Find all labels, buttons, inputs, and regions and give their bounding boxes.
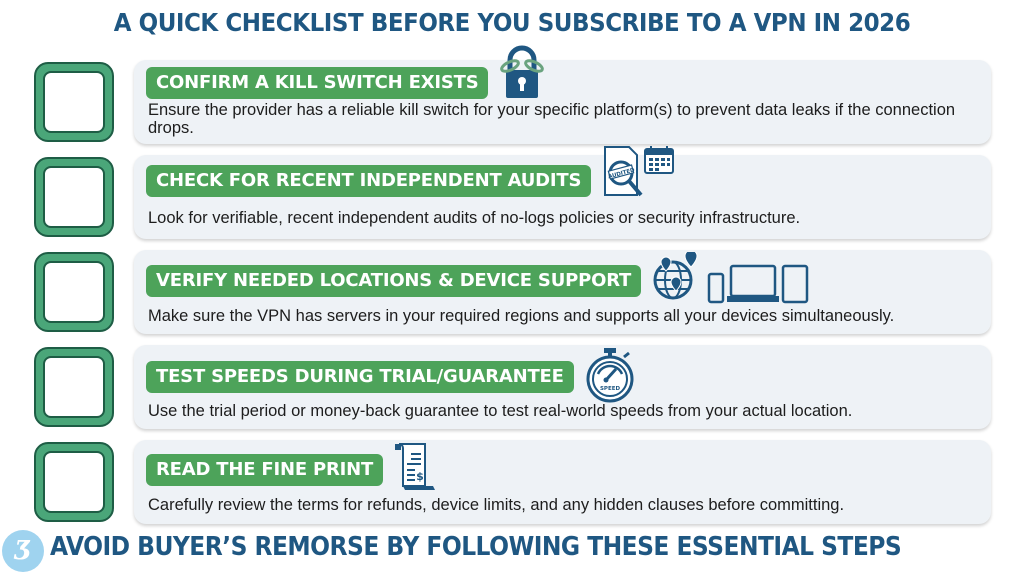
checklist-card: VERIFY NEEDED LOCATIONS & DEVICE SUPPORT	[134, 250, 991, 334]
globe-pins-devices-icon	[651, 252, 811, 306]
svg-text:SPEED: SPEED	[600, 386, 621, 392]
checkbox[interactable]	[34, 252, 114, 332]
page-title: A QUICK CHECKLIST BEFORE YOU SUBSCRIBE T…	[113, 8, 911, 37]
scroll-document-dollar-icon: $	[393, 442, 437, 494]
item-heading: VERIFY NEEDED LOCATIONS & DEVICE SUPPORT	[146, 265, 642, 297]
checklist-item: CONFIRM A KILL SWITCH EXISTS Ensure the …	[0, 45, 1024, 144]
item-description: Make sure the VPN has servers in your re…	[148, 307, 895, 325]
item-description: Ensure the provider has a reliable kill …	[148, 101, 956, 137]
item-heading: CHECK FOR RECENT INDEPENDENT AUDITS	[146, 165, 592, 197]
item-heading: CONFIRM A KILL SWITCH EXISTS	[146, 67, 489, 99]
checkbox[interactable]	[34, 62, 114, 142]
item-heading: TEST SPEEDS DURING TRIAL/GUARANTEE	[146, 361, 574, 393]
brand-logo-icon: Ʒ	[2, 530, 44, 572]
checklist-item: VERIFY NEEDED LOCATIONS & DEVICE SUPPORT	[0, 246, 1024, 334]
footer-tagline: AVOID BUYER’S REMORSE BY FOLLOWING THESE…	[50, 532, 902, 562]
checklist-card: TEST SPEEDS DURING TRIAL/GUARANTEE SPEED…	[134, 345, 991, 429]
item-heading: READ THE FINE PRINT	[146, 454, 384, 486]
item-description: Look for verifiable, recent independent …	[148, 209, 801, 227]
checklist-card: READ THE FINE PRINT $ Carefully review t…	[134, 440, 991, 524]
checkbox[interactable]	[34, 442, 114, 522]
checklist-card: CHECK FOR RECENT INDEPENDENT AUDITS AUDI…	[134, 146, 991, 239]
checklist-item: TEST SPEEDS DURING TRIAL/GUARANTEE SPEED…	[0, 341, 1024, 429]
audited-document-magnifier-calendar-icon: AUDITED	[601, 145, 681, 201]
footer: Ʒ AVOID BUYER’S REMORSE BY FOLLOWING THE…	[0, 528, 1024, 572]
stopwatch-speed-icon: SPEED	[584, 347, 636, 403]
checklist-item: READ THE FINE PRINT $ Carefully review t…	[0, 436, 1024, 524]
checklist-card: CONFIRM A KILL SWITCH EXISTS Ensure the …	[134, 45, 991, 144]
item-description: Carefully review the terms for refunds, …	[148, 496, 845, 514]
svg-text:$: $	[416, 470, 424, 483]
checklist-item: CHECK FOR RECENT INDEPENDENT AUDITS AUDI…	[0, 146, 1024, 239]
item-description: Use the trial period or money-back guara…	[148, 402, 853, 420]
checkbox[interactable]	[34, 157, 114, 237]
checkbox[interactable]	[34, 347, 114, 427]
broken-chain-padlock-icon	[498, 44, 546, 100]
